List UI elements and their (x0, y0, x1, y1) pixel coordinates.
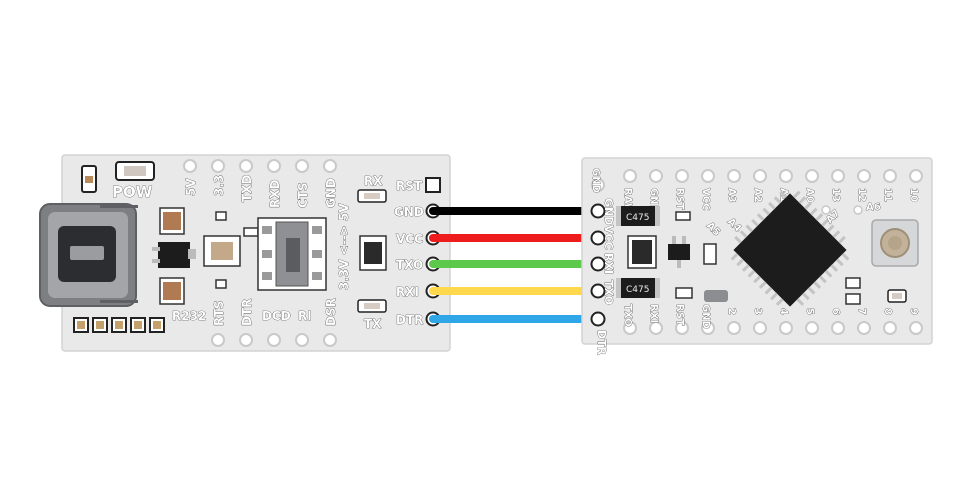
usb-c-connector (39, 203, 138, 307)
promini-bot-gnd: GND (700, 304, 711, 329)
capacitor-upper (159, 207, 185, 235)
header-label-dcd: DCD (262, 309, 291, 323)
header-label-3v3: 3.3 (212, 175, 226, 196)
promini-bot-2: 2 (726, 308, 737, 315)
promini-resistor (703, 243, 717, 265)
promini-bot-3: 3 (752, 308, 763, 315)
promini-regulator (668, 236, 690, 268)
pow-led (115, 161, 155, 181)
smd-resistor (215, 211, 227, 221)
capacitor-lower (159, 277, 185, 305)
promini-led-2 (845, 293, 861, 305)
promini-top-13: 13 (830, 188, 841, 202)
header-label-dtr: DTR (240, 299, 254, 326)
pin-label-gnd: GND (394, 205, 424, 219)
pow-label: POW (112, 183, 153, 201)
promini-top-a2: A2 (752, 188, 763, 203)
pin-label-rst: RST (396, 179, 423, 193)
header-label-gnd: GND (324, 178, 338, 208)
promini-label-dtr: DTR (595, 330, 608, 356)
r232-label: R232 (172, 309, 206, 323)
pin-label-dtr: DTR (396, 313, 423, 327)
wires (429, 207, 602, 323)
promini-bot-rxi: RXI (648, 304, 659, 323)
c475-label-upper: C475 (626, 213, 649, 223)
promini-top-11: 11 (882, 188, 893, 202)
switch-label: 3.3V <--> 5V (337, 203, 351, 290)
small-ic (359, 235, 387, 271)
arduino-pro-mini: GND VCC RXI TXO DTR GND RAW GND RST VCC (581, 157, 933, 356)
promini-bot-rst: RST (674, 304, 685, 326)
usb-serial-adapter: POW R232 (39, 154, 451, 352)
pin-label-txo: TXO (396, 258, 423, 272)
promini-top-rst: RST (674, 188, 685, 210)
voltage-switch[interactable] (257, 217, 327, 291)
promini-top-a3: A3 (726, 188, 737, 203)
header-label-rts: RTS (212, 300, 226, 326)
promini-bot-txo: TXO (622, 304, 633, 327)
promini-top-10: 10 (908, 188, 919, 202)
promini-bot-6: 6 (830, 308, 841, 315)
c475-label-lower: C475 (626, 285, 649, 295)
c475-capacitor-lower: C475 (616, 278, 660, 298)
tx-led-label: TX (364, 317, 382, 331)
solder-pads (73, 317, 165, 333)
promini-label-gnd: GND (602, 198, 615, 225)
header-label-rxd: RXD (268, 180, 282, 208)
promini-top-vcc: VCC (700, 188, 711, 210)
promini-bot-4: 4 (778, 308, 789, 315)
promini-left-pins: GND VCC RXI TXO DTR (590, 198, 615, 356)
pin-label-rxi: RXI (396, 285, 419, 299)
promini-top-a0: A0 (804, 188, 815, 203)
promini-top-raw: RAW (622, 188, 633, 214)
reset-button[interactable] (871, 219, 919, 267)
promini-label-txo: TXO (602, 280, 615, 305)
pin-label-vcc: VCC (396, 232, 423, 246)
promini-bot-8: 8 (882, 308, 893, 315)
adapter-bottom-header: RTS DTR DCD RI DSR (211, 298, 338, 347)
adapter-top-header: 5V 3.3 TXD RXD CTS GND (183, 159, 338, 208)
promini-sot-ic (627, 235, 657, 269)
c475-capacitor-upper: C475 (616, 206, 660, 226)
header-label-ri: RI (298, 309, 312, 323)
voltage-regulator (152, 242, 196, 268)
promini-bot-9: 9 (908, 308, 919, 315)
header-label-txd: TXD (240, 175, 254, 202)
promini-top-gnd2: GND (648, 188, 659, 213)
promini-top-gnd: GND (590, 168, 601, 193)
promini-label-vcc: VCC (602, 225, 615, 250)
promini-crystal (704, 290, 728, 302)
smd-resistor (215, 279, 227, 289)
header-label-cts: CTS (296, 182, 310, 208)
rx-led-label: RX (364, 174, 383, 188)
promini-bottom-header: TXO RXI RST GND 2 3 4 5 6 7 8 9 (622, 304, 923, 335)
header-label-5v: 5V (184, 178, 198, 196)
promini-bot-5: 5 (804, 308, 815, 315)
promini-led-1 (845, 277, 861, 289)
promini-top-12: 12 (856, 188, 867, 202)
promini-label-a6: A6 (866, 202, 881, 213)
header-label-dsr: DSR (324, 298, 338, 326)
promini-bot-7: 7 (856, 308, 867, 315)
promini-label-rxi: RXI (602, 253, 615, 274)
